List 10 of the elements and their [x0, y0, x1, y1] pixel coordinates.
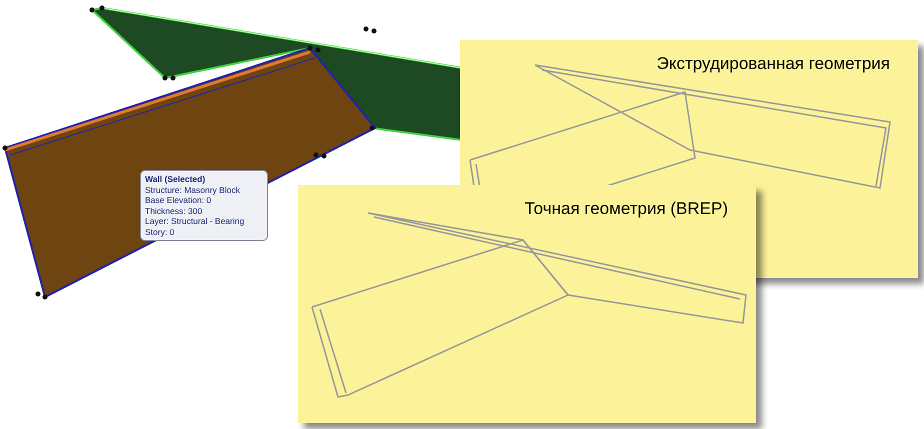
panel-title: Точная геометрия (BREP): [524, 199, 728, 219]
property-text: Story: 0: [145, 226, 176, 237]
property-text: Thickness: 300: [145, 206, 204, 216]
tooltip: [140, 170, 268, 241]
tooltip-heading: Wall (Selected): [145, 174, 206, 184]
property-text: Structure: Masonry Block: [145, 184, 241, 195]
view-panel-dialog: [298, 185, 756, 423]
property-text: Layer: Structural - Bearing: [145, 216, 246, 226]
property-text: Base Elevation: 0: [145, 195, 212, 206]
panel-title: Экструдированная геометрия: [656, 54, 890, 74]
